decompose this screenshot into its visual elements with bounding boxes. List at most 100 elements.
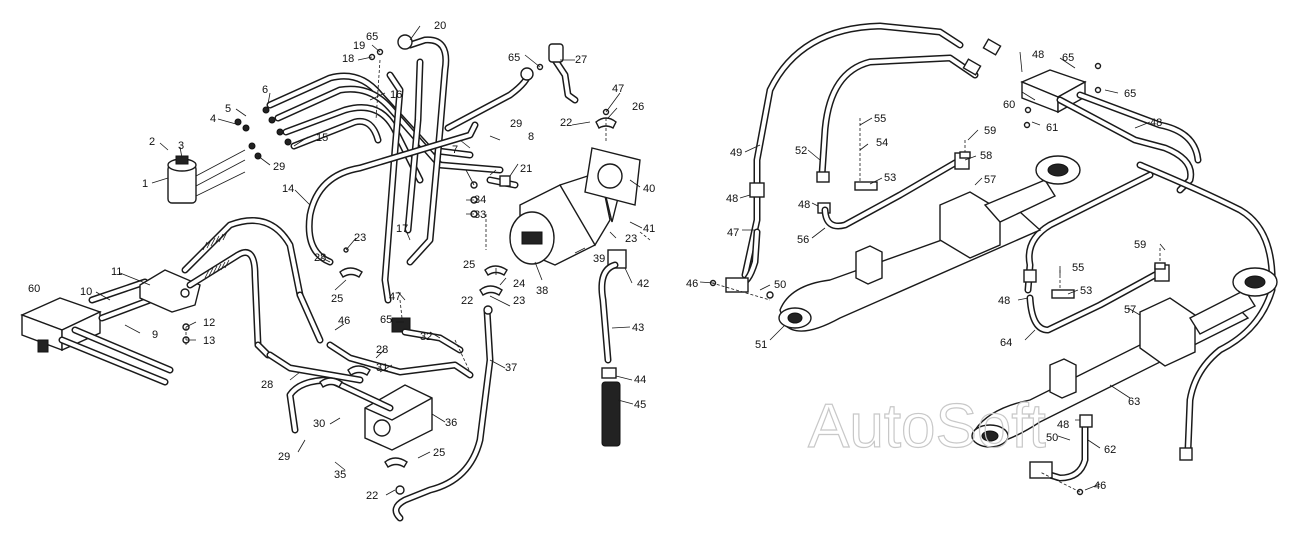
part-label: 41 [643, 223, 655, 235]
part-label: 51 [755, 339, 767, 351]
part-label: 14 [282, 183, 294, 195]
part-label: 16 [390, 89, 402, 101]
tee-block [1020, 69, 1087, 114]
right-hardware [709, 62, 1166, 496]
part-label: 45 [634, 399, 646, 411]
part-label: 56 [797, 234, 809, 246]
part-label: 23 [513, 295, 525, 307]
return-hoses [305, 36, 479, 304]
part-label: 65 [1124, 88, 1136, 100]
part-label: 34 [474, 194, 486, 206]
part-label: 22 [366, 490, 378, 502]
long-return-hose [392, 306, 494, 522]
part-label: 4 [210, 113, 216, 125]
part-label: 12 [203, 317, 215, 329]
part-label: 65 [380, 314, 392, 326]
tee-pipes [1024, 91, 1276, 454]
part-label: 7 [452, 144, 458, 156]
part-label: 10 [80, 286, 92, 298]
control-valve-block [20, 297, 102, 353]
part-label: 37 [505, 362, 517, 374]
part-label: 35 [334, 469, 346, 481]
part-label: 65 [508, 52, 520, 64]
part-label: 50 [774, 279, 786, 291]
part-label: 49 [730, 147, 742, 159]
part-label: 52 [795, 145, 807, 157]
suction-hose [444, 43, 617, 132]
part-label: 47 [727, 227, 739, 239]
part-label: 23 [625, 233, 637, 245]
part-label: 29 [273, 161, 285, 173]
part-label: 29 [278, 451, 290, 463]
part-label: 9 [152, 329, 158, 341]
part-label: 2 [149, 136, 155, 148]
part-label: 38 [536, 285, 548, 297]
part-label: 17 [396, 223, 408, 235]
part-label: 13 [203, 335, 215, 347]
part-label: 6 [262, 84, 268, 96]
part-label: 33 [474, 209, 486, 221]
part-label: 48 [798, 199, 810, 211]
part-label: 36 [445, 417, 457, 429]
part-label: 26 [632, 101, 644, 113]
part-label: 53 [1080, 285, 1092, 297]
part-label: 43 [632, 322, 644, 334]
part-label: 60 [28, 283, 40, 295]
cylinder-feed-pipe-49 [741, 22, 979, 279]
pipe-62 [1029, 414, 1093, 482]
part-label: 25 [433, 447, 445, 459]
part-label: 20 [434, 20, 446, 32]
part-label: 60 [1003, 99, 1015, 111]
part-label: 24 [513, 278, 525, 290]
part-label: 22 [560, 117, 572, 129]
pump-fitting-21 [499, 175, 511, 187]
leader-lines [95, 25, 1166, 496]
lower-hydraulic-cylinder [971, 267, 1278, 448]
part-label: 8 [528, 131, 534, 143]
part-label: 47 [389, 291, 401, 303]
part-label: 25 [463, 259, 475, 271]
part-label: 32 [420, 331, 432, 343]
part-label: 1 [142, 178, 148, 190]
part-label: 48 [726, 193, 738, 205]
part-label: 15 [316, 132, 328, 144]
part-label: 53 [884, 172, 896, 184]
pressure-pipes [266, 72, 504, 184]
part-label: 44 [634, 374, 646, 386]
part-label: 23 [354, 232, 366, 244]
part-label: 42 [637, 278, 649, 290]
part-label: 55 [1072, 262, 1084, 274]
part-label: 65 [366, 31, 378, 43]
part-label: 59 [1134, 239, 1146, 251]
part-label: 28 [261, 379, 273, 391]
part-label: 48 [1057, 419, 1069, 431]
part-label: 58 [980, 150, 992, 162]
bracket-block [139, 269, 201, 313]
clamps [319, 265, 508, 468]
pipe-bracket [725, 228, 774, 299]
part-label: 46 [686, 278, 698, 290]
part-label: 63 [1128, 396, 1140, 408]
part-label: 28 [376, 344, 388, 356]
valve-tubes [58, 278, 174, 386]
part-label: 47 [612, 83, 624, 95]
part-label: 19 [353, 40, 365, 52]
part-label: 25 [331, 293, 343, 305]
part-label: 48 [1150, 117, 1162, 129]
fitting-row [234, 106, 292, 160]
part-label: 29 [510, 118, 522, 130]
part-label: 62 [1104, 444, 1116, 456]
part-label: 46 [338, 315, 350, 327]
part-label: 48 [1032, 49, 1044, 61]
part-label: 61 [1046, 122, 1058, 134]
bracket-hoses [181, 217, 324, 359]
part-label: 30 [313, 418, 325, 430]
part-label: 54 [876, 137, 888, 149]
part-label: 50 [1046, 432, 1058, 444]
part-label: 55 [874, 113, 886, 125]
part-label: 21 [520, 163, 532, 175]
distributor-valve [167, 149, 246, 204]
watermark-text: AutoSoft [808, 392, 1046, 461]
